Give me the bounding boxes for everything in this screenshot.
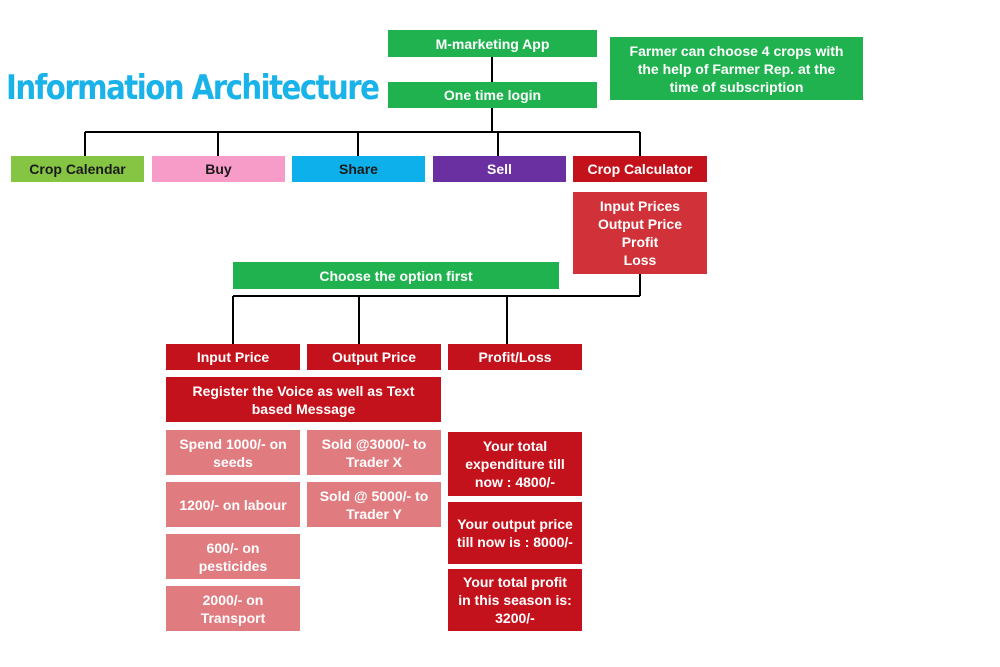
calculator-option-output-price: Output Price	[597, 216, 682, 232]
option-output-price: Output Price	[307, 344, 441, 370]
menu-crop-calculator: Crop Calculator	[573, 156, 707, 182]
option-profit-loss: Profit/Loss	[448, 344, 582, 370]
page-title: Information Architecture	[6, 68, 380, 108]
menu-sell: Sell	[433, 156, 566, 182]
input-item-seeds: Spend 1000/- on seeds	[166, 430, 300, 475]
calculator-option-input-prices: Input Prices	[599, 198, 681, 214]
input-item-transport: 2000/- on Transport	[166, 586, 300, 631]
calculator-options-box: Input Prices Output Price Profit Loss	[573, 192, 707, 274]
menu-share: Share	[292, 156, 425, 182]
profit-item-output: Your output price till now is : 8000/-	[448, 502, 582, 564]
calculator-option-loss: Loss	[623, 252, 657, 268]
input-item-pesticides: 600/- on pesticides	[166, 534, 300, 579]
register-message-box: Register the Voice as well as Text based…	[166, 377, 441, 422]
note-box: Farmer can choose 4 crops with the help …	[610, 37, 863, 100]
option-input-price: Input Price	[166, 344, 300, 370]
menu-crop-calendar: Crop Calendar	[11, 156, 144, 182]
output-item-trader-x: Sold @3000/- to Trader X	[307, 430, 441, 475]
choose-option-box: Choose the option first	[233, 262, 559, 289]
menu-buy: Buy	[152, 156, 285, 182]
input-item-labour: 1200/- on labour	[166, 482, 300, 527]
profit-item-expenditure: Your total expenditure till now : 4800/-	[448, 432, 582, 496]
login-box: One time login	[388, 82, 597, 108]
profit-item-total: Your total profit in this season is: 320…	[448, 569, 582, 631]
calculator-option-profit: Profit	[621, 234, 659, 250]
output-item-trader-y: Sold @ 5000/- to Trader Y	[307, 482, 441, 527]
app-box: M-marketing App	[388, 30, 597, 57]
